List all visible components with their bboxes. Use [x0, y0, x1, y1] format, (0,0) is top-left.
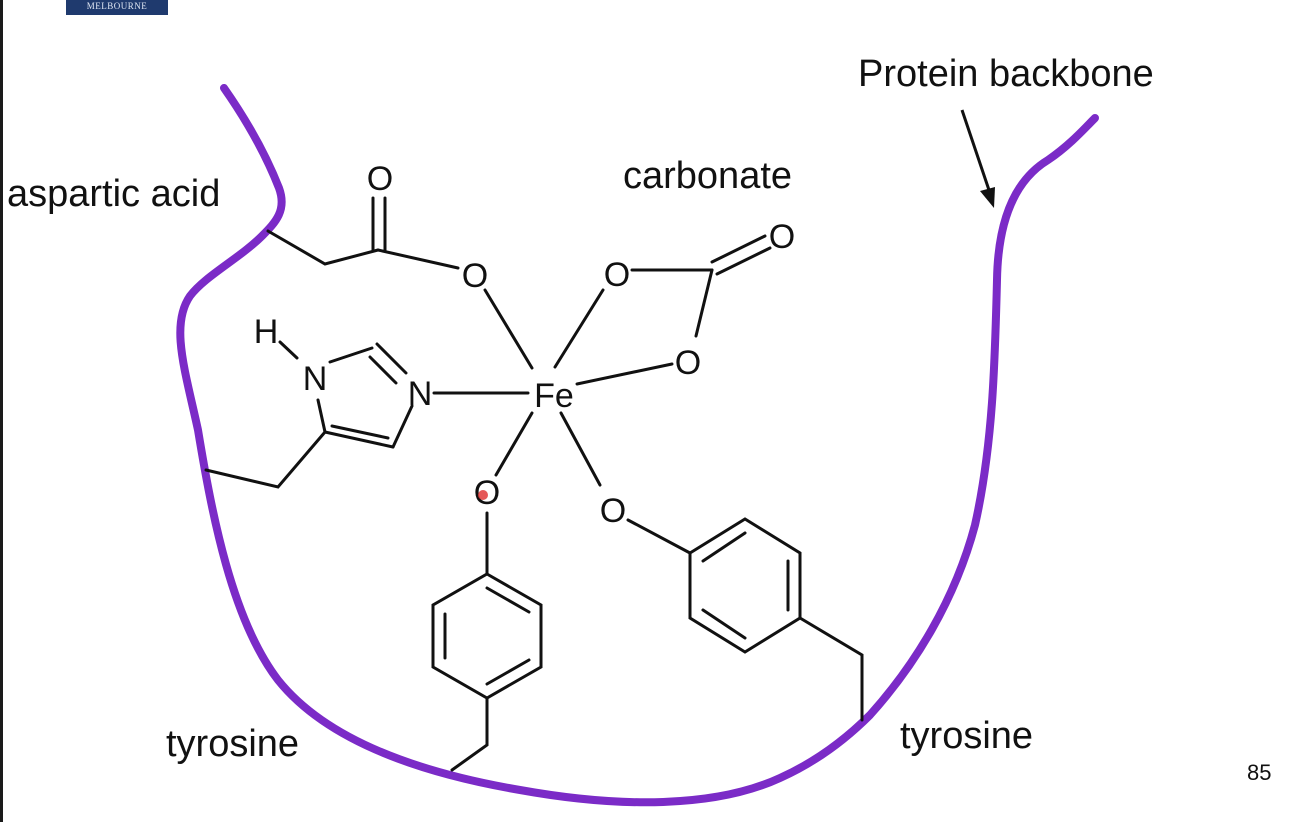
atom-hydrogen: H — [254, 313, 279, 351]
backbone-arrow — [960, 109, 995, 208]
window-edge — [0, 0, 3, 822]
atom-oxygen-carbonate-1: O — [604, 256, 630, 294]
protein-backbone-curve — [176, 84, 1099, 807]
atom-nitrogen-nh: N — [303, 360, 328, 398]
atom-oxygen-tyrosine-right: O — [600, 492, 626, 530]
atom-oxygen-carbonyl: O — [367, 160, 393, 198]
atom-iron: Fe — [534, 377, 574, 415]
atom-oxygen-aspartate: O — [462, 257, 488, 295]
atom-oxygen-carbonate-3: O — [675, 344, 701, 382]
atom-oxygen-carbonate-2: O — [769, 218, 795, 256]
label-tyrosine-right: tyrosine — [900, 715, 1034, 757]
university-logo: MELBOURNE — [66, 0, 168, 15]
label-aspartic-acid: aspartic acid — [7, 173, 221, 215]
label-carbonate: carbonate — [623, 155, 793, 197]
atom-labels: O O O O O H N N Fe O O — [254, 160, 796, 530]
label-tyrosine-left: tyrosine — [166, 723, 300, 765]
atom-nitrogen-ring: N — [408, 375, 433, 413]
page-number: 85 — [1247, 760, 1272, 785]
logo-text: MELBOURNE — [86, 1, 148, 11]
pointer-dot — [478, 490, 488, 500]
label-protein-backbone: Protein backbone — [858, 53, 1154, 95]
bond-lines — [204, 196, 864, 772]
